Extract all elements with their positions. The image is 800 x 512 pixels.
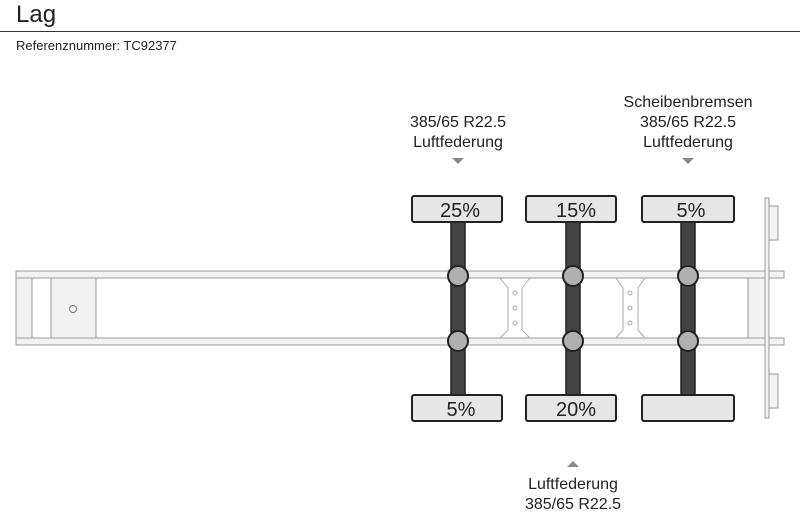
axle-3: 5% Scheibenbremsen 385/65 R22.5 Luftfede… xyxy=(624,94,753,422)
axle-3-hub-top xyxy=(677,265,699,287)
axle-2-hub-top xyxy=(562,265,584,287)
axle-1-top-label-line-2: Luftfederung xyxy=(413,134,503,151)
title-divider xyxy=(0,31,800,32)
reference-number: Referenznummer: TC92377 xyxy=(16,38,177,53)
chassis-frame xyxy=(15,270,785,346)
axle-3-top-label-line-3: Luftfederung xyxy=(643,134,733,151)
rear-lights xyxy=(764,197,779,419)
page-title: Lag xyxy=(16,1,57,28)
axle-3-top-label-line-1: Scheibenbremsen xyxy=(624,94,753,111)
axle-3-bottom-tire xyxy=(641,394,735,422)
axle-1-hub-bottom xyxy=(447,330,469,352)
cross-brace-1 xyxy=(499,277,531,339)
axle-1-shaft xyxy=(450,207,466,409)
cross-brace-2 xyxy=(615,277,646,339)
axle-1-bottom-tire xyxy=(411,394,503,422)
axle-2-up-arrow-icon xyxy=(567,461,579,467)
axle-3-hub-bottom xyxy=(677,330,699,352)
axle-1-hub-top xyxy=(447,265,469,287)
axle-2-bottom-tire xyxy=(525,394,617,422)
frame-rail-top xyxy=(15,270,785,279)
axle-1-down-arrow-icon xyxy=(452,158,464,164)
axle-3-top-label-line-2: 385/65 R22.5 xyxy=(640,114,736,131)
axle-1-bottom-load: 5% xyxy=(447,399,476,421)
axle-1-top-tire xyxy=(411,195,503,223)
front-crossmember xyxy=(15,277,33,339)
axle-2-bottom-label-line-2: 385/65 R22.5 xyxy=(525,496,621,512)
axle-3-shaft xyxy=(680,207,696,409)
axle-2-hub-bottom xyxy=(562,330,584,352)
frame-rail-bottom xyxy=(15,337,785,346)
axle-3-down-arrow-icon xyxy=(682,158,694,164)
axle-2-shaft xyxy=(565,207,581,409)
axle-3-top-tire xyxy=(641,195,735,223)
axle-2-top-load: 15% xyxy=(556,200,596,222)
axle-2-top-tire xyxy=(525,195,617,223)
axle-3-top-load: 5% xyxy=(677,200,706,222)
axle-2: 15% 20% Luftfederung 385/65 R22.5 xyxy=(525,195,621,512)
axle-1-top-load: 25% xyxy=(440,200,480,222)
rear-crossmember xyxy=(747,277,766,339)
axle-2-bottom-label-line-1: Luftfederung xyxy=(528,476,618,493)
axle-1-top-label-line-1: 385/65 R22.5 xyxy=(410,114,506,131)
kingpin-plate xyxy=(50,277,97,339)
axle-1: 25% 5% 385/65 R22.5 Luftfederung xyxy=(410,114,506,422)
axle-2-bottom-load: 20% xyxy=(556,399,596,421)
kingpin-icon xyxy=(69,305,77,313)
